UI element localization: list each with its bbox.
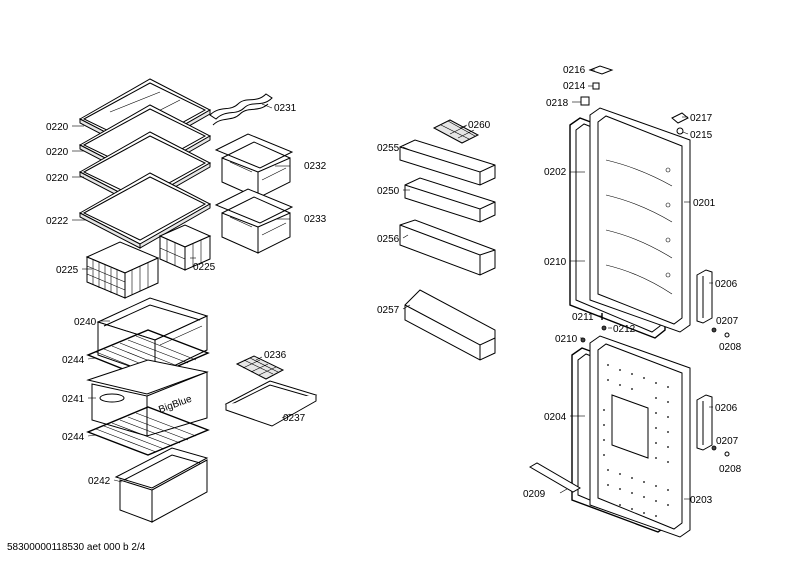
ice-tray-holder <box>224 380 318 427</box>
label-0220-c: 0220 <box>46 173 69 184</box>
small-drawer-lower <box>214 188 294 254</box>
door-handle-lower <box>696 394 713 451</box>
label-0217: 0217 <box>690 113 713 124</box>
hinge-cover-0217 <box>671 112 689 124</box>
crisper-drawer-upper <box>96 297 209 376</box>
label-0203: 0203 <box>690 495 713 506</box>
crisper-drawer-middle: BigBlue <box>86 359 209 437</box>
label-0255: 0255 <box>377 143 400 154</box>
label-0237: 0237 <box>283 413 306 424</box>
wire-grid-lower <box>86 406 210 456</box>
hinge-cover-0216 <box>588 65 614 75</box>
label-0209: 0209 <box>523 489 546 500</box>
label-0244-a: 0244 <box>62 355 85 366</box>
label-0207-a: 0207 <box>716 316 739 327</box>
label-0225-b: 0225 <box>193 262 216 273</box>
ice-cube-tray <box>235 355 285 380</box>
label-0208-a: 0208 <box>719 342 742 353</box>
hinge-pin-0214 <box>592 82 600 90</box>
callout-labels: 0220 0220 0220 0222 0225 0225 0231 0232 … <box>46 65 742 506</box>
leader-lines <box>72 69 713 500</box>
door-upper <box>589 107 691 333</box>
label-0201: 0201 <box>693 198 716 209</box>
label-0206-b: 0206 <box>715 403 738 414</box>
wire-basket-right <box>158 224 212 271</box>
label-0231: 0231 <box>274 103 297 114</box>
trim-strip-0209 <box>528 462 582 493</box>
label-0240: 0240 <box>74 317 97 328</box>
label-0220-a: 0220 <box>46 122 69 133</box>
door-balcony-0255 <box>399 139 496 186</box>
label-0242: 0242 <box>88 476 111 487</box>
label-0210-a: 0210 <box>544 257 567 268</box>
label-0206-a: 0206 <box>715 279 738 290</box>
door-balcony-0250 <box>404 177 496 223</box>
label-0225-a: 0225 <box>56 265 79 276</box>
screw-0207-lower <box>711 445 717 451</box>
label-0260: 0260 <box>468 120 491 131</box>
label-0215: 0215 <box>690 130 713 141</box>
label-0214: 0214 <box>563 81 586 92</box>
label-0202: 0202 <box>544 167 567 178</box>
screw-0207-upper <box>711 327 717 333</box>
label-0211: 0211 <box>572 312 594 323</box>
label-0216: 0216 <box>563 65 586 76</box>
label-0244-b: 0244 <box>62 432 85 443</box>
label-0208-b: 0208 <box>719 464 742 475</box>
label-0220-b: 0220 <box>46 147 69 158</box>
freezer-drawer <box>114 447 209 523</box>
egg-holder <box>432 119 480 144</box>
door-handle-upper <box>696 269 713 324</box>
hinge-0210-lower <box>580 337 586 343</box>
document-reference: 58300000118530 aet 000 b 2/4 <box>7 542 146 553</box>
bushing-0212 <box>601 325 607 331</box>
door-balcony-0256 <box>399 219 496 276</box>
clip-strip <box>209 93 273 126</box>
door-balcony-0257 <box>404 289 496 361</box>
glass-shelf-4 <box>78 172 212 249</box>
door-lower <box>589 335 691 538</box>
wire-basket-left <box>85 241 160 299</box>
bushing-0218 <box>580 96 590 106</box>
label-0232: 0232 <box>304 161 327 172</box>
label-0241: 0241 <box>62 394 85 405</box>
cap-0208-upper <box>724 332 730 338</box>
label-0233: 0233 <box>304 214 327 225</box>
label-0212: 0212 <box>613 324 636 335</box>
label-0218: 0218 <box>546 98 569 109</box>
small-drawer-upper <box>214 133 294 199</box>
door-seal-upper <box>569 117 666 339</box>
label-0210-b: 0210 <box>555 334 578 345</box>
label-0250: 0250 <box>377 186 400 197</box>
label-0236: 0236 <box>264 350 287 361</box>
label-0222: 0222 <box>46 216 69 227</box>
cap-0208-lower <box>724 451 730 457</box>
label-0256: 0256 <box>377 234 400 245</box>
label-0257: 0257 <box>377 305 400 316</box>
label-0204: 0204 <box>544 412 567 423</box>
label-0207-b: 0207 <box>716 436 739 447</box>
bushing-0215 <box>676 127 684 135</box>
